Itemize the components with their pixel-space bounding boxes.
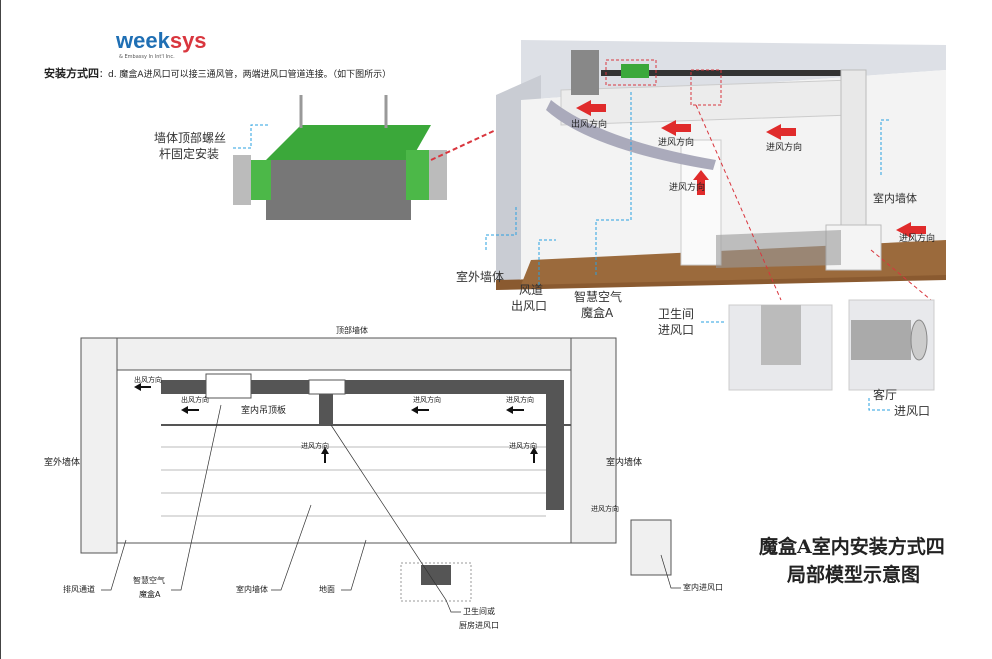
intro-text: ：d. 魔盒A进风口可以接三通风管，两端进风口管道连接。（如下图所示） bbox=[99, 70, 392, 80]
label-bath-inlet: 卫生间或 bbox=[463, 607, 495, 616]
label-box: 智慧空气 bbox=[574, 290, 623, 304]
label-out-dir: 出风方向 bbox=[134, 376, 162, 384]
label-in-dir: 进风方向 bbox=[658, 138, 695, 148]
label-duct: 出风口 bbox=[511, 299, 548, 313]
label-in-dir: 进风方向 bbox=[301, 442, 329, 450]
label-in-dir: 进风方向 bbox=[899, 234, 936, 244]
label-box: 智慧空气 bbox=[133, 576, 165, 585]
label-ceiling: 室内吊顶板 bbox=[241, 406, 287, 416]
label-bath-inlet: 卫生间 bbox=[658, 307, 695, 321]
black-arrows bbox=[134, 383, 538, 463]
label-box: 魔盒A bbox=[139, 590, 161, 599]
label-bath-inlet: 进风口 bbox=[658, 323, 695, 337]
label-out-dir: 出风方向 bbox=[571, 120, 608, 130]
label-indoor-wall: 室内墙体 bbox=[606, 458, 643, 468]
intro: 安装方式四：d. 魔盒A进风口可以接三通风管，两端进风口管道连接。（如下图所示） bbox=[44, 67, 392, 81]
section-drawing bbox=[80, 337, 672, 602]
red-arrows bbox=[576, 100, 926, 238]
room-3d-image bbox=[496, 40, 946, 301]
label-in-dir: 进风方向 bbox=[509, 442, 537, 450]
label-out-dir: 出风方向 bbox=[181, 396, 209, 404]
label-duct: 风道 bbox=[519, 283, 544, 297]
label-indoor-inlet: 室内进风口 bbox=[683, 583, 723, 592]
label-exhaust: 排风通道 bbox=[63, 585, 95, 594]
intro-heading: 安装方式四 bbox=[44, 67, 99, 80]
product-label: 杆固定安装 bbox=[159, 147, 220, 161]
label-indoor-wall: 室内墙体 bbox=[873, 192, 917, 205]
label-in-dir: 进风方向 bbox=[669, 183, 706, 193]
product-box-image bbox=[233, 95, 447, 220]
label-outdoor-wall: 室外墙体 bbox=[456, 270, 505, 284]
logo: weeksys bbox=[116, 28, 207, 53]
label-in-dir: 进风方向 bbox=[506, 396, 534, 404]
label-living-inlet: 客厅 bbox=[873, 388, 898, 402]
figure-subtitle: 局部模型示意图 bbox=[787, 564, 921, 586]
label-top-wall: 顶部墙体 bbox=[336, 326, 368, 335]
logo-subtitle: & Embassy In Int'l Inc. bbox=[119, 54, 175, 60]
label-in-dir: 进风方向 bbox=[413, 396, 441, 404]
label-indoor-wall: 室内墙体 bbox=[236, 585, 268, 594]
label-outdoor-wall: 室外墙体 bbox=[44, 458, 81, 468]
figure-title: 魔盒A室内安装方式四 bbox=[759, 536, 945, 558]
label-in-dir: 进风方向 bbox=[591, 505, 619, 513]
label-in-dir: 进风方向 bbox=[766, 143, 803, 153]
label-bath-inlet: 厨房进风口 bbox=[459, 621, 499, 630]
label-living-inlet: 进风口 bbox=[894, 404, 931, 418]
product-label: 墙体顶部螺丝 bbox=[154, 131, 227, 145]
label-floor: 地面 bbox=[319, 585, 335, 594]
label-box: 魔盒A bbox=[581, 306, 614, 320]
